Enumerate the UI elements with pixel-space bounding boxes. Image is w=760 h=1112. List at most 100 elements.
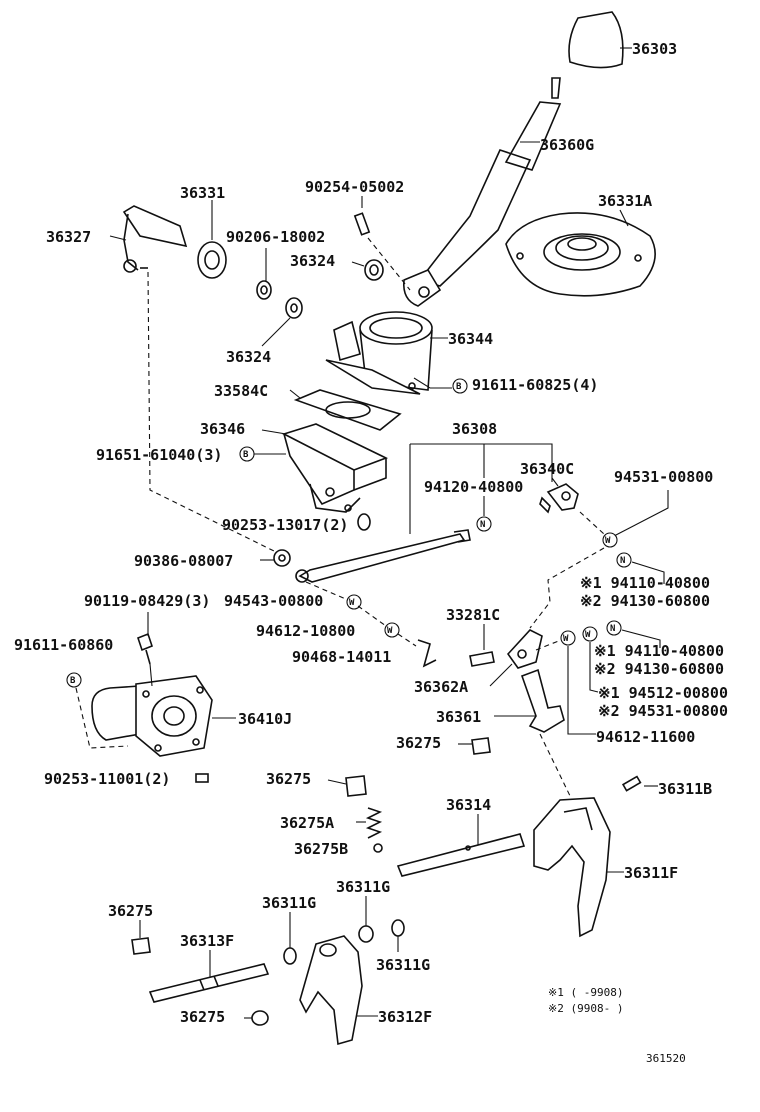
actuator-36410J[interactable]: [91, 675, 213, 757]
marker-N-94110-upper: N: [620, 556, 625, 566]
label-36362A: 36362A: [414, 678, 468, 696]
rod-36308[interactable]: [295, 529, 471, 583]
label-36275-upper: 36275: [396, 734, 441, 752]
case-36346[interactable]: [281, 423, 389, 513]
plug-36275-middle[interactable]: [345, 775, 367, 797]
label-36275A: 36275A: [280, 814, 334, 832]
shift-shaft-36327[interactable]: [122, 205, 188, 273]
lever-36362A[interactable]: [506, 629, 543, 669]
pin-90253-13017[interactable]: [357, 513, 371, 531]
label-90253-13017: 90253-13017(2): [222, 516, 348, 534]
label-94110-40800-lower: ※1 94110-40800: [594, 642, 724, 660]
label-94612-10800: 94612-10800: [256, 622, 355, 640]
label-90206-18002: 90206-18002: [226, 228, 325, 246]
label-94512-00800: ※1 94512-00800: [598, 684, 728, 702]
bearing-36331[interactable]: [197, 241, 227, 279]
shaft-36314[interactable]: [396, 833, 526, 877]
label-36324-lower: 36324: [226, 348, 271, 366]
note-2: ※2 (9908- ): [548, 1002, 623, 1015]
shift-knob[interactable]: [568, 11, 624, 69]
retainer-36344[interactable]: [325, 311, 433, 395]
marker-W-94612-11600: W: [563, 634, 569, 644]
label-36303: 36303: [632, 40, 677, 58]
marker-B-91651: B: [243, 450, 249, 460]
label-33584C: 33584C: [214, 382, 268, 400]
ball-36275B[interactable]: [373, 843, 383, 853]
label-94130-60800-upper: ※2 94130-60800: [580, 592, 710, 610]
pin-36311B[interactable]: [621, 775, 642, 792]
label-36311G-b: 36311G: [262, 894, 316, 912]
marker-N-94120: N: [480, 520, 485, 530]
label-91611-60825: 91611-60825(4): [472, 376, 598, 394]
label-36361: 36361: [436, 708, 481, 726]
label-36311G-c: 36311G: [376, 956, 430, 974]
bushing-36311G-b[interactable]: [283, 947, 297, 965]
label-94612-11600: 94612-11600: [596, 728, 695, 746]
label-90119-08429: 90119-08429(3): [84, 592, 210, 610]
label-36308: 36308: [452, 420, 497, 438]
label-36331: 36331: [180, 184, 225, 202]
label-36346: 36346: [200, 420, 245, 438]
marker-W-94531: W: [605, 536, 611, 546]
label-94531-00800: 94531-00800: [614, 468, 713, 486]
marker-W-94543: W: [349, 598, 355, 608]
label-36311F: 36311F: [624, 864, 678, 882]
washer-90206[interactable]: [256, 280, 272, 300]
clip-90468[interactable]: [417, 639, 437, 668]
label-36275B: 36275B: [294, 840, 348, 858]
label-94110-40800-upper: ※1 94110-40800: [580, 574, 710, 592]
label-36275-middle: 36275: [266, 770, 311, 788]
label-36311G-a: 36311G: [336, 878, 390, 896]
bushing-90386[interactable]: [273, 549, 291, 567]
pin-90254[interactable]: [353, 212, 371, 236]
label-33281C: 33281C: [446, 606, 500, 624]
fitting-36340C[interactable]: [539, 483, 579, 514]
label-90468-14011: 90468-14011: [292, 648, 391, 666]
bushing-36324-lower[interactable]: [285, 297, 303, 319]
label-36360G: 36360G: [540, 136, 594, 154]
label-36327: 36327: [46, 228, 91, 246]
label-94120-40800: 94120-40800: [424, 478, 523, 496]
label-36311B: 36311B: [658, 780, 712, 798]
shift-lever[interactable]: [402, 77, 562, 307]
label-94543-00800: 94543-00800: [224, 592, 323, 610]
marker-N-94110-lower: N: [610, 624, 615, 634]
label-90386-08007: 90386-08007: [134, 552, 233, 570]
label-36312F: 36312F: [378, 1008, 432, 1026]
marker-W-94512: W: [585, 630, 591, 640]
label-36275-lower: 36275: [108, 902, 153, 920]
bolt-91611-60860[interactable]: [137, 632, 153, 665]
arm-36361[interactable]: [520, 668, 565, 733]
fork-36311F[interactable]: [533, 797, 611, 938]
label-36331A: 36331A: [598, 192, 652, 210]
label-94130-60800-lower: ※2 94130-60800: [594, 660, 724, 678]
label-36410J: 36410J: [238, 710, 292, 728]
pin-90253-11001[interactable]: [195, 773, 209, 783]
plug-36275-bottom[interactable]: [251, 1010, 269, 1026]
bushing-36311G-c[interactable]: [391, 919, 405, 937]
label-91651-61040: 91651-61040(3): [96, 446, 222, 464]
label-36275-bottom: 36275: [180, 1008, 225, 1026]
gasket-33584C[interactable]: [293, 389, 402, 431]
shaft-36313F[interactable]: [148, 963, 270, 1003]
bushing-36324-upper[interactable]: [364, 259, 384, 281]
marker-W-94612-10800: W: [387, 626, 393, 636]
label-36314: 36314: [446, 796, 491, 814]
bushing-36311G-a[interactable]: [358, 925, 374, 943]
marker-B-91611-60825: B: [456, 382, 462, 392]
shift-boot[interactable]: [505, 212, 656, 297]
label-36340C: 36340C: [520, 460, 574, 478]
plug-36275-upper[interactable]: [471, 737, 491, 755]
plug-36275-lower[interactable]: [131, 937, 151, 955]
label-91611-60860: 91611-60860: [14, 636, 113, 654]
label-36324-upper: 36324: [290, 252, 335, 270]
note-1: ※1 ( -9908): [548, 986, 623, 999]
spring-36275A[interactable]: [365, 807, 383, 839]
marker-B-36410J: B: [70, 676, 76, 686]
label-90253-11001: 90253-11001(2): [44, 770, 170, 788]
fork-36312F[interactable]: [299, 935, 363, 1046]
pin-33281C[interactable]: [469, 651, 495, 667]
label-94531-00800-lower: ※2 94531-00800: [598, 702, 728, 720]
label-90254-05002: 90254-05002: [305, 178, 404, 196]
